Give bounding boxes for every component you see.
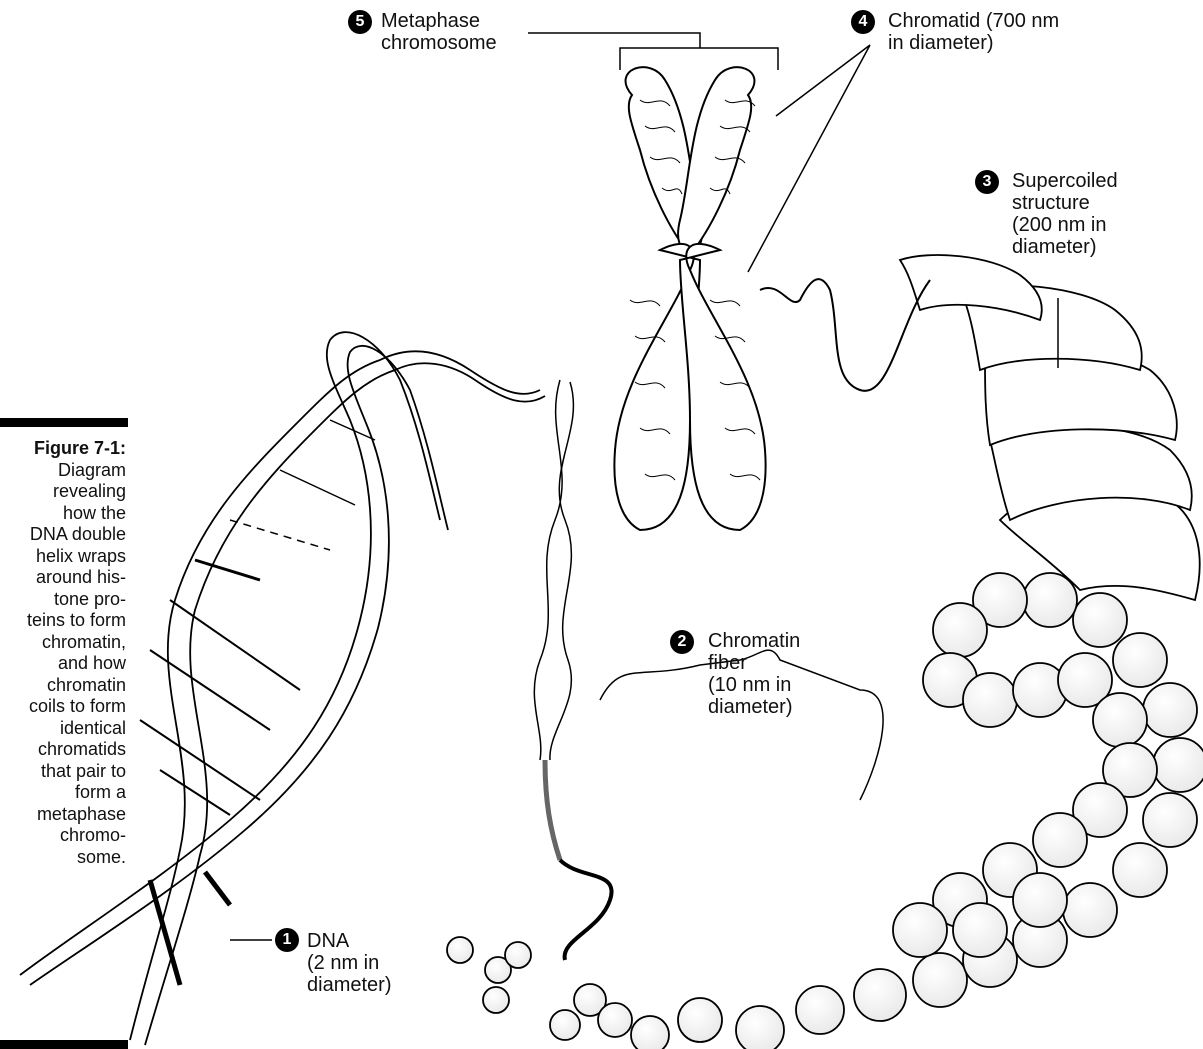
- supercoiled-label-line: diameter): [1012, 236, 1118, 258]
- metaphase-label-line: chromosome: [381, 32, 497, 54]
- label-2-badge: 2: [670, 630, 694, 654]
- chromatin-fiber-label: Chromatin fiber (10 nm in diameter): [708, 630, 800, 718]
- metaphase-label-line: Metaphase: [381, 10, 497, 32]
- chromatin-fiber-label-line: diameter): [708, 696, 800, 718]
- chromatid-label: Chromatid (700 nm in diameter): [888, 10, 1059, 54]
- connecting-fiber: [760, 279, 930, 391]
- nucleosome-beads: [447, 937, 906, 1049]
- chromatin-fiber-label-line: (10 nm in: [708, 674, 800, 696]
- metaphase-chromosome: [614, 67, 765, 530]
- chromatin-coil: [893, 573, 1203, 1007]
- chromatin-fiber-label-line: fiber: [708, 652, 800, 674]
- label-3-badge: 3: [975, 170, 999, 194]
- supercoiled-label-line: structure: [1012, 192, 1118, 214]
- supercoiled-label-line: Supercoiled: [1012, 170, 1118, 192]
- chromatin-fiber-label-line: Chromatin: [708, 630, 800, 652]
- dna-label-line: (2 nm in: [307, 952, 391, 974]
- dna-label: DNA (2 nm in diameter): [307, 930, 391, 996]
- label-4-badge: 4: [851, 10, 875, 34]
- dna-label-line: DNA: [307, 930, 391, 952]
- metaphase-label: Metaphase chromosome: [381, 10, 497, 54]
- supercoiled-structure: [900, 255, 1200, 600]
- dna-label-line: diameter): [307, 974, 391, 996]
- metaphase-bracket: [528, 33, 778, 70]
- label-5-badge: 5: [348, 10, 372, 34]
- thin-dna-helix: [534, 380, 611, 960]
- supercoiled-label-line: (200 nm in: [1012, 214, 1118, 236]
- chromatid-label-line: in diameter): [888, 32, 1059, 54]
- label-1-badge: 1: [275, 928, 299, 952]
- chromatid-label-line: Chromatid (700 nm: [888, 10, 1059, 32]
- supercoiled-label: Supercoiled structure (200 nm in diamete…: [1012, 170, 1118, 258]
- chromatid-leaders: [748, 45, 870, 272]
